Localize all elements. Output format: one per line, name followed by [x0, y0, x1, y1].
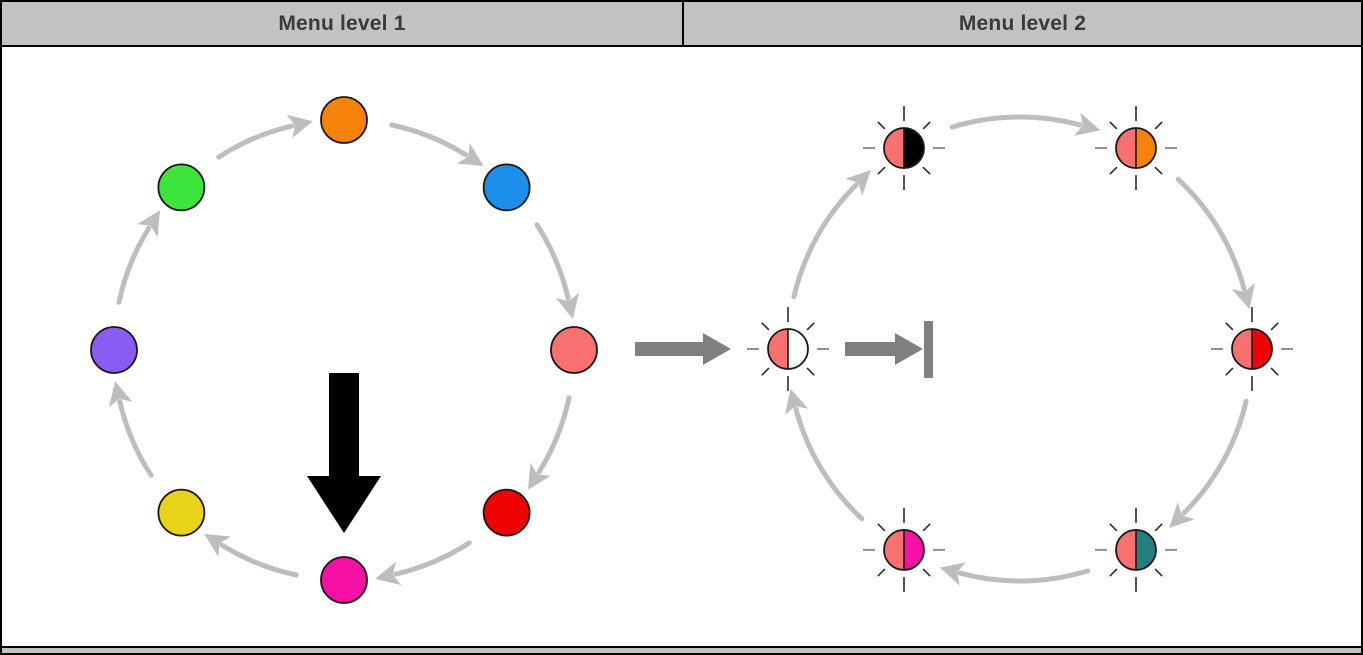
- menu1-item-green: [157, 163, 206, 212]
- menu1-rotation-arrow-3: [375, 540, 472, 586]
- highlight-ray-icon: [806, 322, 815, 331]
- highlight-ray-icon: [1109, 568, 1118, 577]
- menu1-item-magenta: [320, 556, 368, 604]
- menu1-item-red: [482, 488, 531, 537]
- highlight-ray-icon: [877, 166, 886, 175]
- menu2-rotation-arrow-1: [949, 112, 1101, 136]
- menu1-item-yellow: [157, 488, 206, 537]
- highlight-ray-icon: [877, 523, 886, 532]
- dot-outline: [767, 328, 809, 370]
- highlight-ray-icon: [1109, 523, 1118, 532]
- half-left-parent-color: [1116, 529, 1136, 570]
- end-stop-bar: [924, 321, 933, 378]
- highlight-ray-icon: [1270, 367, 1279, 376]
- half-left-parent-color: [884, 128, 904, 169]
- menu1-item-coral: [550, 326, 598, 374]
- menu1-rotation-arrow-6: [116, 210, 161, 305]
- highlight-ray-icon: [922, 166, 931, 175]
- menu1-item-blue: [482, 163, 531, 212]
- highlight-ray-icon: [1109, 166, 1118, 175]
- menu2-rotation-arrow-0: [791, 170, 871, 300]
- half-left-parent-color: [768, 329, 788, 369]
- dot-outline: [1115, 127, 1157, 169]
- bottom-table-edge: [2, 646, 1361, 653]
- half-left-parent-color: [1116, 128, 1136, 169]
- highlight-ray-icon: [1154, 523, 1163, 532]
- highlight-ray-icon: [1270, 322, 1279, 331]
- menu1-rotation-arrow-5: [108, 381, 154, 478]
- menu2-item-teal: [1095, 507, 1177, 592]
- menu1-rotation-arrow-4: [204, 533, 299, 578]
- menu2-rotation-arrow-2: [1175, 176, 1255, 310]
- dot-outline: [883, 529, 925, 571]
- menu-level-1-label: Menu level 1: [278, 11, 406, 35]
- dot-outline: [1115, 529, 1157, 571]
- half-right-item-color: [904, 529, 925, 570]
- highlight-ray-icon: [922, 523, 931, 532]
- menu2-rotation-arrow-5: [785, 388, 865, 522]
- menu2-rotation-arrow-3: [1169, 398, 1249, 528]
- highlight-ray-icon: [1225, 322, 1234, 331]
- half-left-parent-color: [884, 529, 904, 570]
- transition-arrow-selection-to-end: [845, 333, 923, 365]
- menu1-rotation-arrow-1: [534, 222, 580, 319]
- half-right-item-color: [788, 329, 808, 369]
- half-right-item-color: [1136, 529, 1156, 570]
- highlight-ray-icon: [922, 568, 931, 577]
- menu-level-2-label: Menu level 2: [958, 11, 1087, 35]
- menu1-rotation-arrow-0: [389, 122, 484, 167]
- dot-outline: [1231, 328, 1273, 370]
- menu2-item-magenta: [863, 507, 945, 592]
- menu1-rotation-arrow-2: [527, 395, 572, 490]
- menu2-item-white: [747, 307, 829, 391]
- menu1-selection-arrow-down: [307, 373, 381, 533]
- header-cell-menu-level-1: Menu level 1: [2, 2, 684, 45]
- highlight-ray-icon: [761, 367, 770, 376]
- highlight-ray-icon: [1154, 568, 1163, 577]
- highlight-ray-icon: [877, 568, 886, 577]
- menu2-item-black: [863, 106, 945, 191]
- half-left-parent-color: [1232, 329, 1252, 369]
- header-cell-menu-level-2: Menu level 2: [684, 2, 1361, 45]
- menu1-rotation-arrow-7: [216, 114, 313, 160]
- highlight-ray-icon: [1109, 121, 1118, 130]
- dot-outline: [883, 127, 925, 169]
- menu1-item-purple: [90, 326, 138, 374]
- menu1-item-orange: [320, 96, 368, 144]
- highlight-ray-icon: [806, 367, 815, 376]
- menu2-item-red: [1211, 307, 1293, 391]
- half-right-item-color: [1136, 128, 1156, 169]
- highlight-ray-icon: [1154, 166, 1163, 175]
- highlight-ray-icon: [922, 121, 931, 130]
- highlight-ray-icon: [1154, 121, 1163, 130]
- table-header-row: Menu level 1 Menu level 2: [2, 2, 1361, 47]
- highlight-ray-icon: [761, 322, 770, 331]
- half-right-item-color: [903, 128, 925, 169]
- highlight-ray-icon: [877, 121, 886, 130]
- menu2-item-orange: [1095, 106, 1177, 191]
- half-right-item-color: [1252, 329, 1272, 369]
- menu2-rotation-arrow-4: [939, 562, 1091, 586]
- highlight-ray-icon: [1225, 367, 1234, 376]
- transition-arrow-level1-to-level2: [635, 333, 731, 365]
